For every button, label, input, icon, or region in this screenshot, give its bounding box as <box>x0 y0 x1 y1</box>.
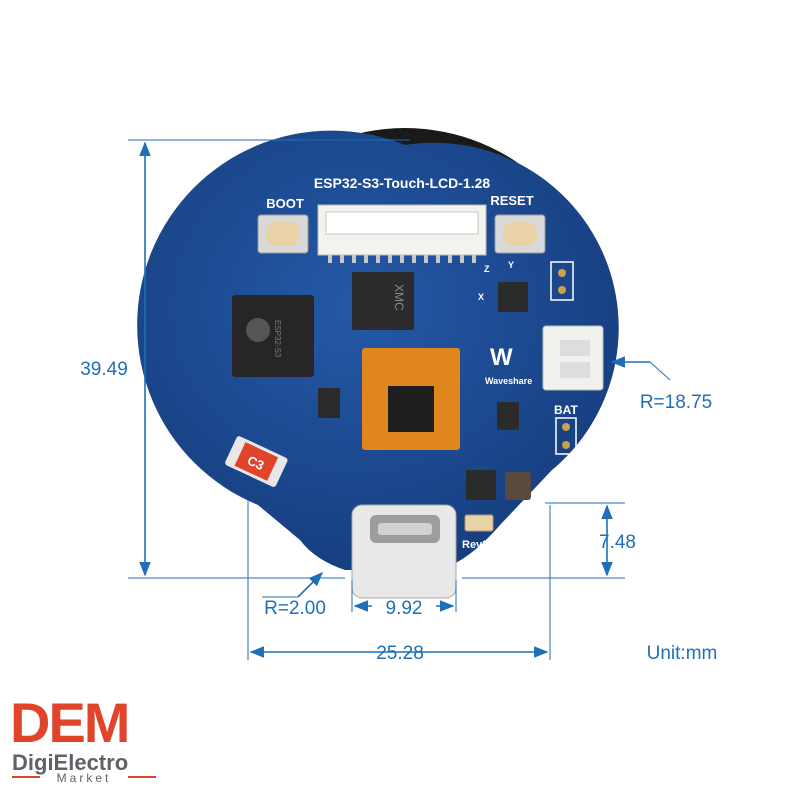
bat-label: BAT <box>554 403 578 417</box>
rev-label: Rev3 <box>462 539 488 551</box>
svg-text:W: W <box>490 344 513 371</box>
boot-button <box>257 214 309 254</box>
dim-radius-large-text: R=18.75 <box>640 392 712 413</box>
small-chip-1 <box>318 388 340 418</box>
fpc-connector <box>317 204 487 263</box>
dimension-lines <box>128 139 671 660</box>
axis-x-label: X <box>478 292 484 302</box>
dim-radius-small-text: R=2.00 <box>264 598 326 619</box>
waveshare-label: Waveshare <box>485 376 532 386</box>
reset-label: RESET <box>490 193 533 208</box>
small-chip-2 <box>466 470 496 500</box>
unit-text: Unit:mm <box>647 643 718 664</box>
board-model-label: ESP32-S3-Touch-LCD-1.28 <box>314 175 491 191</box>
flash-chip: XMC <box>352 272 414 330</box>
inductor <box>505 472 531 500</box>
touch-flex-cable <box>362 348 460 450</box>
header-pads <box>550 261 574 301</box>
svg-text:ESP32-S3: ESP32-S3 <box>273 320 282 358</box>
boot-label: BOOT <box>266 196 304 211</box>
battery-connector <box>542 325 604 391</box>
logo-name: DigiElectro <box>12 750 128 775</box>
capacitor-c3: C3 <box>225 436 288 487</box>
capacitor-c3-label: C3 <box>245 453 266 474</box>
axis-y-label: Y <box>508 260 514 270</box>
esp32-chip: ESP32-S3 <box>232 295 314 377</box>
imu-chip <box>498 282 528 312</box>
logo-sub: Market <box>57 771 112 785</box>
dim-tab-height-text: 7.48 <box>599 532 636 553</box>
logo-mark: DEM <box>10 691 128 754</box>
dim-height-text: 39.49 <box>80 359 128 380</box>
axis-z-label: Z <box>484 264 490 274</box>
digielectro-logo: DEM DigiElectro Market <box>10 691 156 785</box>
dim-tab-width-text: 25.28 <box>376 643 424 664</box>
waveshare-logo: W Waveshare <box>485 344 532 386</box>
usb-c-connector <box>351 504 457 599</box>
led-component <box>464 514 494 532</box>
dim-usb-width-text: 9.92 <box>386 598 423 619</box>
reset-button <box>494 214 546 254</box>
flash-chip-label: XMC <box>392 284 406 311</box>
bat-pads <box>555 417 577 455</box>
small-chip-3 <box>497 402 519 430</box>
